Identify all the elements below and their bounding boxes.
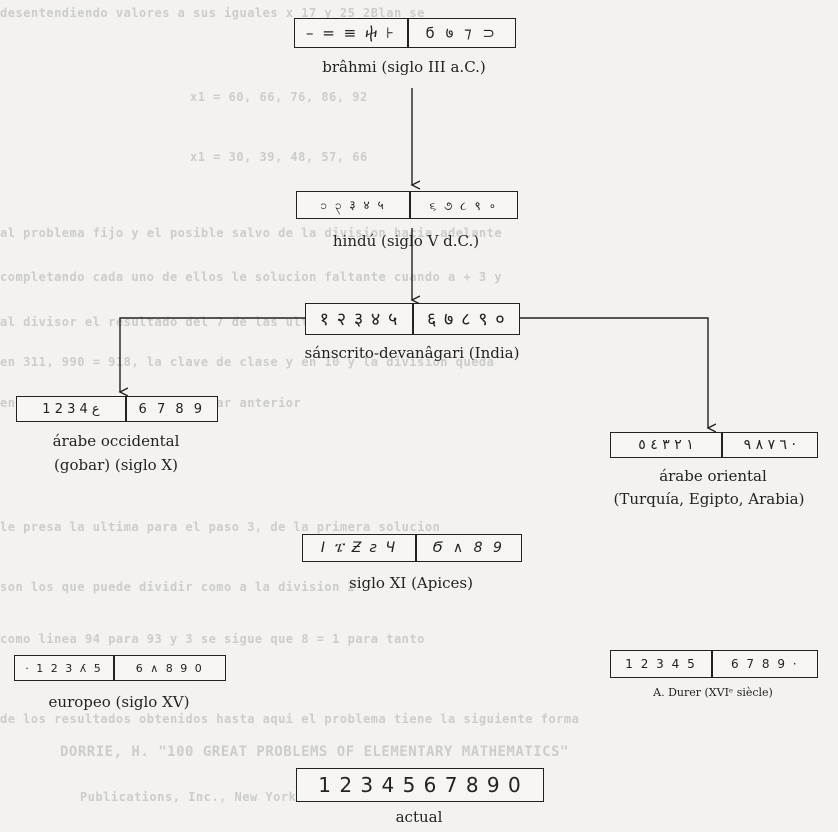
caption-sanscrito: sánscrito-devanâgari (India) [304, 344, 520, 362]
bg-line: DORRIE, H. "100 GREAT PROBLEMS OF ELEMEN… [60, 744, 569, 760]
apices-glyphs-6-9: Ϭ ∧ 8 9 [432, 540, 505, 556]
caption-arabe-oriental-2: (Turquía, Egipto, Arabia) [613, 490, 805, 508]
bg-line: x1 = 60, 66, 76, 86, 92 [190, 90, 368, 104]
bg-line: le presa la ultima para el paso 3, de la… [0, 520, 441, 534]
bg-line: como linea 94 para 93 y 3 se sigue que 8… [0, 632, 425, 646]
caption-durer: A. Durer (XVIᵉ siècle) [653, 686, 773, 699]
caption-arabe-occidental-1: árabe occidental [52, 432, 180, 450]
caption-brahmi: brâhmi (siglo III a.C.) [322, 58, 486, 76]
actual-glyphs: 1 2 3 4 5 6 7 8 9 0 [318, 773, 522, 797]
europeo-glyphs-1-5: · 1 2 3 ʎ 5 [25, 661, 103, 675]
bg-line: al problema fijo y el posible salvo de l… [0, 226, 503, 240]
numeral-box-apices: I ፔ Ƶ ƨ Ч Ϭ ∧ 8 9 [302, 534, 522, 562]
numeral-box-europeo: · 1 2 3 ʎ 5 6 ∧ 8 9 0 [14, 655, 226, 681]
divider [711, 651, 713, 677]
bg-line: Publications, Inc., New York [80, 790, 297, 804]
numeral-box-sanscrito: १ २ ३ ४ ५ ६ ७ ८ ९ ० [305, 303, 520, 335]
bg-line: x1 = 30, 39, 48, 57, 66 [190, 150, 368, 164]
brahmi-glyphs-1-5: – = ≡ ⴕ ⊦ [306, 24, 396, 42]
bg-line: en 311, 990 = 918, la clave de clase y e… [0, 355, 495, 369]
durer-glyphs-1-5: 1 2 3 4 5 [625, 657, 697, 671]
brahmi-glyphs-6-9: ϭ ७ ⁊ ⊃ [425, 24, 498, 42]
caption-arabe-oriental-1: árabe oriental [659, 467, 767, 485]
europeo-glyphs-6-0: 6 ∧ 8 9 0 [135, 661, 204, 675]
branch-to-arabe-oriental [518, 317, 708, 428]
numeral-box-durer: 1 2 3 4 5 6 7 8 9 · [610, 650, 818, 678]
apices-glyphs-1-5: I ፔ Ƶ ƨ Ч [320, 540, 398, 556]
divider [721, 433, 723, 457]
caption-apices: siglo XI (Apices) [349, 574, 473, 592]
arabe-oriental-glyphs-1-5: ١ ٢ ٣ ٤ ٥ [638, 437, 694, 453]
numeral-box-arabe-oriental: ١ ٢ ٣ ٤ ٥ ٦ ٧ ٨ ٩ · [610, 432, 818, 458]
divider [407, 19, 409, 47]
bg-line: desentendiendo valores a sus iguales x 1… [0, 6, 425, 20]
caption-arabe-occidental-2: (gobar) (siglo X) [54, 456, 178, 474]
hindu-glyphs-1-5: ၁ ၃ ३ ४ ५ [320, 197, 386, 212]
arabe-occidental-glyphs-1-5: 1 2 3 ع 4 [42, 401, 100, 417]
numeral-box-arabe-occidental: 1 2 3 ع 4 6 7 8 9 [16, 396, 218, 422]
divider [113, 656, 115, 680]
bg-line: completando cada uno de ellos le solucio… [0, 270, 503, 284]
numeral-box-actual: 1 2 3 4 5 6 7 8 9 0 [296, 768, 544, 802]
bg-line: de los resultados obtenidos hasta aqui e… [0, 712, 580, 726]
divider [409, 192, 411, 218]
bg-line: son los que puede dividir como a la divi… [0, 580, 356, 594]
divider [412, 304, 414, 334]
branch-to-arabe-occidental [120, 317, 305, 392]
arabe-oriental-glyphs-6-0: ٦ ٧ ٨ ٩ · [743, 437, 796, 453]
caption-actual: actual [395, 808, 443, 826]
divider [125, 397, 127, 421]
numeral-box-brahmi: – = ≡ ⴕ ⊦ ϭ ७ ⁊ ⊃ [294, 18, 516, 48]
sanscrito-glyphs-1-5: १ २ ३ ४ ५ [319, 309, 399, 330]
caption-europeo: europeo (siglo XV) [48, 693, 190, 711]
divider [415, 535, 417, 561]
sanscrito-glyphs-6-0: ६ ७ ८ ९ ० [426, 309, 506, 330]
numeral-box-hindu: ၁ ၃ ३ ४ ५ ૬ ૭ ૮ ९ ∘ [296, 191, 518, 219]
caption-hindu: hindú (siglo V d.C.) [332, 232, 480, 250]
arabe-occidental-glyphs-6-9: 6 7 8 9 [138, 401, 206, 417]
durer-glyphs-6-0: 6 7 8 9 · [730, 657, 799, 671]
hindu-glyphs-6-0: ૬ ૭ ૮ ९ ∘ [429, 198, 499, 213]
